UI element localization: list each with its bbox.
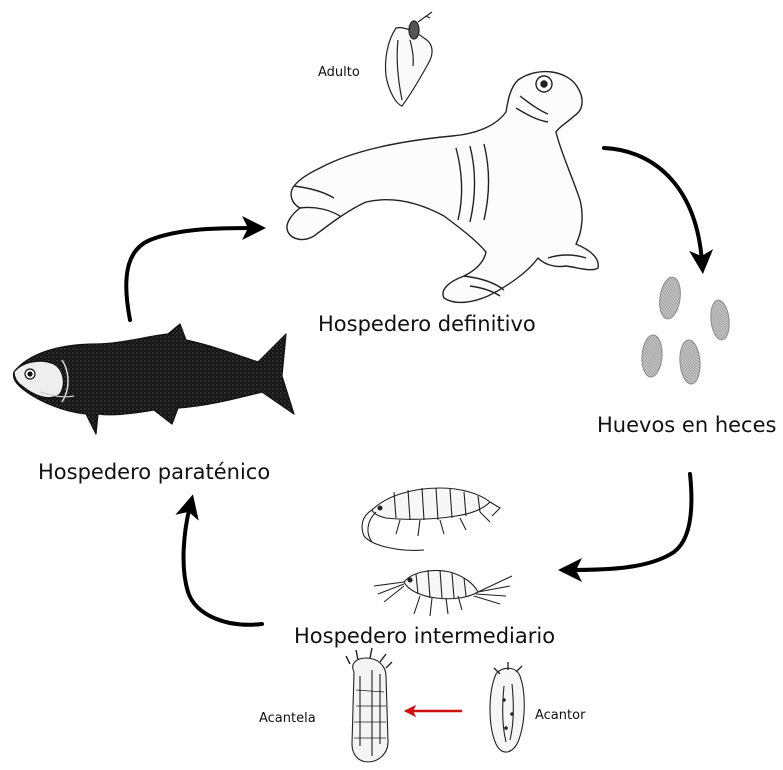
arrow-intermediate-to-paratenic [184, 506, 262, 625]
adult-worm-icon [385, 12, 432, 106]
label-acanthor: Acantor [535, 708, 585, 723]
arrow-definitive-to-eggs [604, 148, 702, 262]
label-paratenic-host: Hospedero paraténico [38, 460, 270, 484]
acanthor-icon [490, 662, 524, 752]
label-intermediate-host: Hospedero intermediario [294, 624, 555, 648]
fish-icon [13, 324, 294, 434]
label-adult: Adulto [318, 65, 360, 80]
amphipod-icon [362, 488, 500, 550]
label-acanthella: Acantela [259, 711, 316, 726]
arrow-eggs-to-intermediate [570, 474, 691, 570]
acanthella-icon [346, 648, 392, 762]
arrow-paratenic-to-definitive [126, 228, 254, 320]
label-definitive-host: Hospedero definitivo [318, 312, 536, 336]
shrimp-icon [374, 570, 512, 616]
sea-lion-icon [287, 72, 598, 303]
eggs-icon [641, 276, 731, 385]
label-eggs: Huevos en heces [597, 413, 776, 437]
